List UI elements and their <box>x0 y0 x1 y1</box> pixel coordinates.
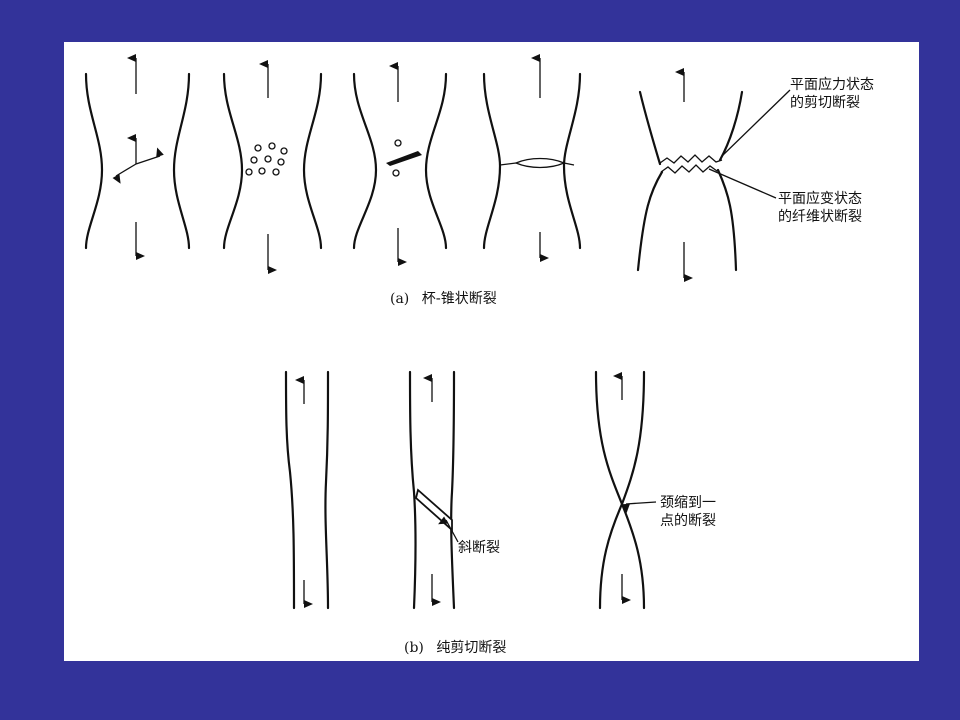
label-plane-strain: 平面应变状态 的纤维状断裂 <box>778 190 862 226</box>
stage-5-specimen <box>636 68 791 282</box>
label-plane-strain-line1: 平面应变状态 <box>778 191 862 207</box>
caption-a-text: 杯-锥状断裂 <box>421 291 497 307</box>
caption-a: (a) 杯-锥状断裂 <box>390 288 497 308</box>
caption-b: (b) 纯剪切断裂 <box>404 637 506 657</box>
label-plane-stress-line1: 平面应力状态 <box>790 77 874 93</box>
label-plane-stress-line2: 的剪切断裂 <box>790 95 860 111</box>
label-neck: 颈缩到一 点的断裂 <box>660 494 716 530</box>
stage-3-specimen <box>352 62 448 266</box>
label-neck-line1: 颈缩到一 <box>660 495 716 511</box>
caption-b-text: 纯剪切断裂 <box>436 640 507 656</box>
diagram-panel: 平面应力状态 的剪切断裂 平面应变状态 的纤维状断裂 (a) 杯-锥状断裂 斜断… <box>64 42 919 661</box>
caption-b-letter: (b) <box>404 640 424 656</box>
leader-plane-stress <box>721 89 791 157</box>
pure-shear-specimen <box>284 370 330 610</box>
leader-plane-strain <box>708 168 777 199</box>
stage-2-specimen <box>222 60 323 274</box>
caption-a-letter: (a) <box>390 291 410 307</box>
stage-1-specimen <box>84 54 191 260</box>
fracture-diagram <box>84 54 791 610</box>
oblique-fracture-specimen <box>408 370 459 610</box>
leader-oblique <box>438 516 459 543</box>
neck-to-point-specimen <box>594 370 657 610</box>
leader-neck <box>622 501 657 513</box>
label-oblique: 斜断裂 <box>458 540 500 556</box>
shear-lip-bottom <box>660 164 720 174</box>
label-neck-line2: 点的断裂 <box>660 513 716 529</box>
label-plane-strain-line2: 的纤维状断裂 <box>778 209 862 225</box>
stage-4-specimen <box>482 54 582 262</box>
void-coalescence-icon <box>386 139 422 177</box>
oblique-crack <box>414 488 453 533</box>
shear-lip-top <box>659 154 723 164</box>
central-crack-icon <box>499 157 575 169</box>
void-nucleation-icon <box>245 142 288 176</box>
label-plane-stress: 平面应力状态 的剪切断裂 <box>790 76 874 112</box>
stress-axes-icon <box>112 134 164 184</box>
